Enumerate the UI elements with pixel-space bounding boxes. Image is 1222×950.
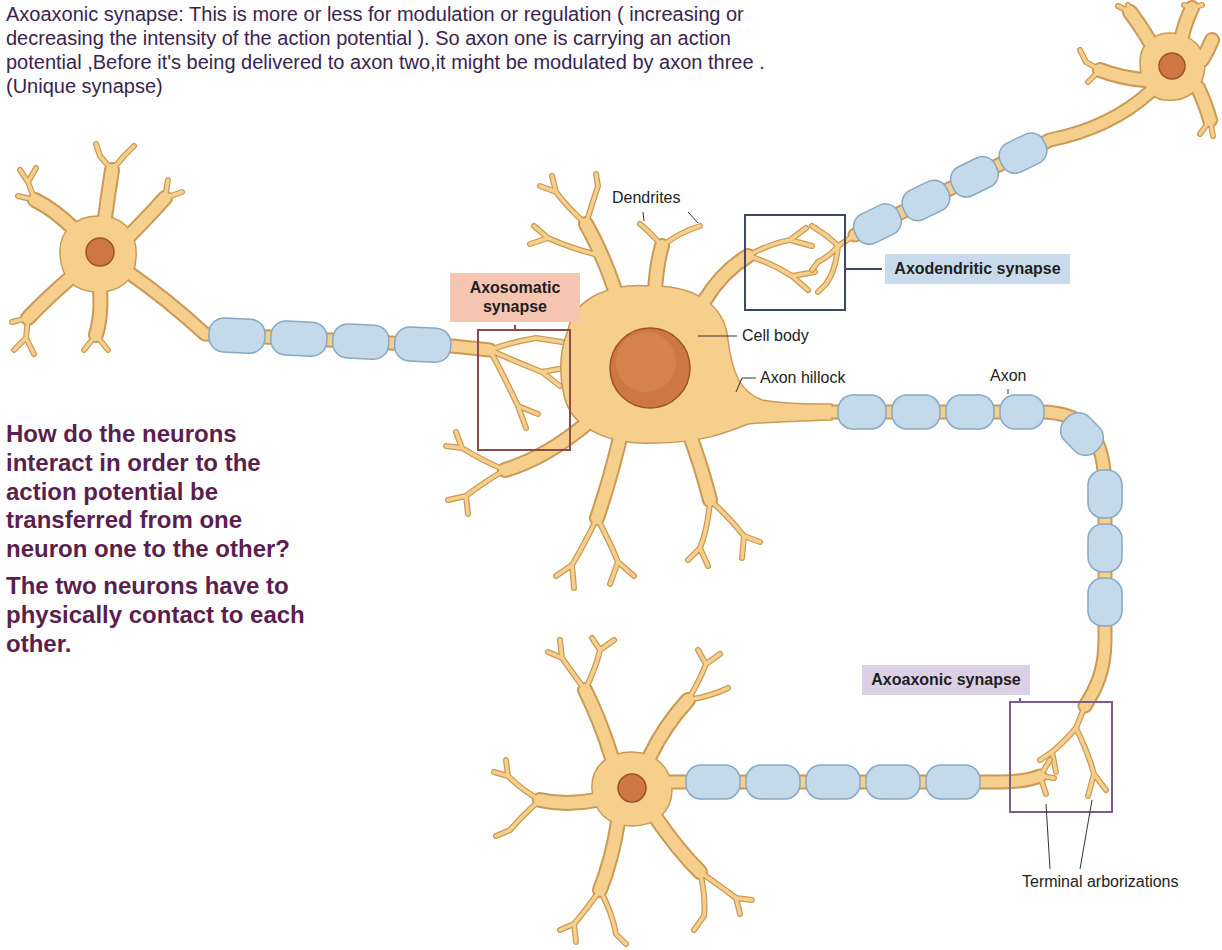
synapse-frames	[845, 268, 882, 270]
leader-lines	[1008, 389, 1009, 394]
synapse-label-box: Axoaxonic synapse	[862, 665, 1030, 695]
left-neuron	[208, 317, 266, 354]
central-neuron	[1088, 470, 1122, 518]
bottom-neuron	[1040, 760, 1054, 794]
left-neuron	[490, 338, 564, 428]
synapse-label-box: Axodendritic synapse	[885, 254, 1070, 284]
central-neuron	[1054, 406, 1109, 461]
leader-lines	[643, 212, 644, 221]
central-neuron	[838, 395, 886, 429]
leader-lines	[643, 212, 1092, 869]
top-right-neuron	[1100, 8, 1212, 120]
top-right-neuron	[946, 152, 1003, 202]
left-neuron	[28, 170, 165, 335]
top-right-neuron	[849, 128, 1052, 249]
leader-lines	[1080, 800, 1092, 869]
top-right-neuron	[897, 176, 954, 226]
top-right-neuron	[1159, 53, 1185, 79]
synapse-label: Axoaxonic synapse	[871, 670, 1020, 689]
left-neuron	[86, 238, 114, 266]
central-neuron	[505, 224, 748, 518]
note-text: Axoaxonic synapse: This is more or less …	[6, 2, 766, 98]
part-label: Axon	[990, 366, 1026, 385]
bottom-neuron	[540, 690, 700, 890]
synapse-label: Axodendritic synapse	[894, 259, 1060, 278]
bottom-neuron	[926, 765, 980, 799]
left-neuron	[332, 323, 390, 360]
part-label: Terminal arborizations	[1022, 872, 1179, 891]
leader-lines	[736, 378, 756, 392]
top-right-neuron	[812, 226, 855, 292]
central-neuron	[1088, 524, 1122, 572]
bottom-neuron	[494, 638, 752, 944]
bottom-neuron	[494, 638, 1054, 944]
question-text: How do the neurons interact in order to …	[6, 420, 306, 564]
central-neuron	[610, 328, 690, 408]
synapse-frames	[1010, 702, 1112, 812]
central-neuron	[1000, 395, 1044, 429]
synapse-frames	[745, 215, 845, 310]
leader-lines	[1046, 804, 1050, 869]
left-neuron	[270, 320, 328, 357]
bottom-neuron	[540, 690, 700, 890]
left-neuron	[12, 144, 182, 354]
top-right-neuron	[994, 128, 1051, 178]
central-neuron	[1040, 706, 1106, 796]
bottom-neuron	[494, 638, 752, 944]
central-neuron	[616, 332, 676, 392]
left-neuron	[208, 317, 451, 363]
left-neuron	[28, 170, 165, 335]
central-neuron	[740, 412, 1105, 706]
leader-lines	[698, 336, 737, 337]
synapse-label-box: Axosomatic synapse	[450, 273, 580, 322]
bottom-neuron	[866, 765, 920, 799]
synapse-frames	[1019, 698, 1021, 702]
bottom-neuron	[1040, 760, 1054, 794]
answer-text: The two neurons have to physically conta…	[6, 572, 306, 658]
bottom-neuron	[806, 765, 860, 799]
top-right-neuron	[1100, 8, 1212, 120]
central-neuron	[740, 412, 1105, 706]
bottom-neuron	[686, 765, 740, 799]
top-right-neuron	[812, 226, 855, 292]
bottom-neuron	[746, 765, 800, 799]
synapse-frames	[478, 330, 570, 450]
top-right-neuron	[1080, 5, 1213, 136]
top-right-neuron	[849, 199, 906, 249]
central-neuron	[1040, 706, 1106, 796]
synapse-frames	[514, 325, 516, 330]
leader-lines	[688, 212, 698, 223]
central-neuron	[946, 395, 994, 429]
bottom-neuron	[618, 774, 646, 802]
part-label: Cell body	[742, 326, 809, 345]
central-neuron	[1088, 578, 1122, 626]
top-right-neuron	[812, 5, 1213, 292]
central-neuron	[892, 395, 940, 429]
left-neuron	[12, 144, 182, 354]
part-label: Dendrites	[612, 188, 680, 207]
central-neuron	[446, 174, 815, 588]
synapse-label: Axosomatic synapse	[459, 278, 571, 316]
part-label: Axon hillock	[760, 368, 845, 387]
left-neuron	[490, 338, 564, 428]
central-neuron	[446, 174, 815, 588]
left-neuron	[394, 326, 452, 363]
